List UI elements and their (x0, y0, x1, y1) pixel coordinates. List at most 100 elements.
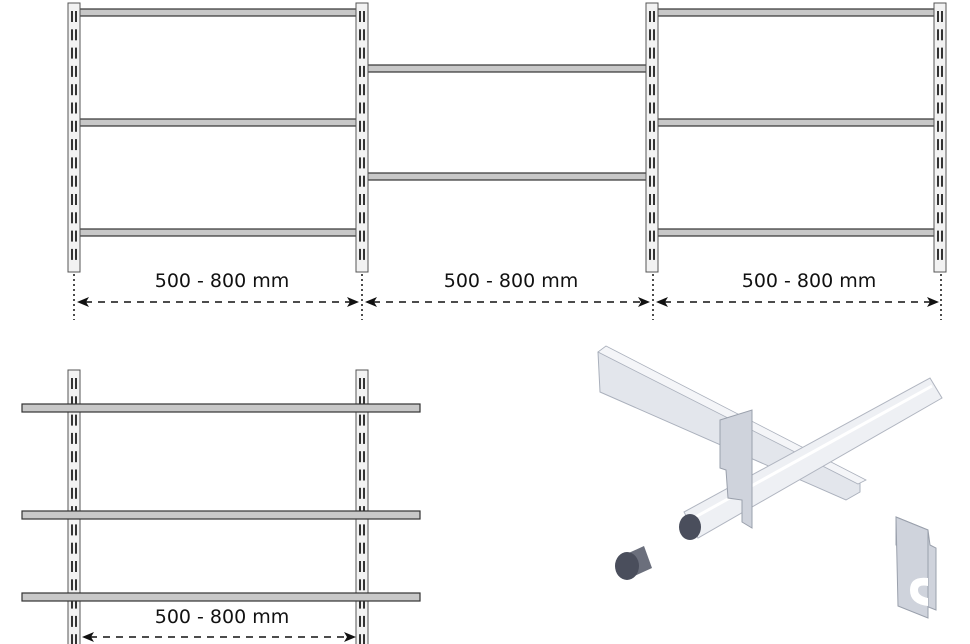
upright-slot (75, 487, 77, 499)
upright-slot (359, 139, 361, 151)
upright-slot (649, 84, 651, 96)
upright-slot (71, 47, 73, 59)
upright-slot (363, 561, 365, 572)
upright-slot (71, 396, 73, 408)
upright-slot (75, 11, 77, 22)
upright-slot (363, 157, 365, 169)
upright-slot (75, 29, 77, 41)
upright-slot (75, 120, 77, 132)
upright-slot (937, 84, 939, 96)
upright-slot (71, 65, 73, 77)
upright-slot (649, 212, 651, 224)
span-label-2: 500 - 800 mm (443, 270, 579, 292)
upright-slot (71, 378, 73, 389)
upright-slot (363, 487, 365, 499)
upright-slot (363, 11, 365, 22)
upright-slot (359, 29, 361, 41)
upright-slot (363, 139, 365, 151)
upright-slot (71, 230, 73, 242)
bottom-span-label: 500 - 800 mm (154, 606, 290, 628)
upright-slot (359, 634, 361, 644)
upright-slot (75, 194, 77, 205)
upright-slot (649, 230, 651, 242)
upright-slot (653, 175, 655, 187)
upright-slot (75, 47, 77, 59)
upright-slot (359, 579, 361, 591)
upright-slot (653, 120, 655, 132)
upright-slot (75, 230, 77, 242)
upright-slot (937, 248, 939, 260)
upright-slot (363, 230, 365, 242)
upright-slot (941, 120, 943, 132)
upright-slot (941, 230, 943, 242)
upright-slot (653, 212, 655, 224)
arrow-left-icon (77, 297, 89, 307)
upright-slot (71, 561, 73, 572)
upright-slot (937, 120, 939, 132)
upright-slot (937, 29, 939, 41)
upright-slot (71, 615, 73, 627)
upright-slot (75, 524, 77, 536)
rail (653, 228, 942, 237)
upright-slot (75, 139, 77, 151)
upright-slot (363, 212, 365, 224)
upright-slot (653, 139, 655, 151)
upright-slot (71, 11, 73, 22)
arrow-left-icon (656, 297, 668, 307)
rail (363, 64, 653, 73)
span-label-3: 500 - 800 mm (741, 270, 877, 292)
upright-slot (71, 139, 73, 151)
upright-slot (359, 47, 361, 59)
upright-slot (359, 84, 361, 96)
upright-slot (71, 84, 73, 96)
arrow-right-icon (927, 297, 939, 307)
upright-slot (71, 579, 73, 591)
rail (73, 228, 363, 237)
upright-slot (71, 157, 73, 169)
end-cap-part (615, 546, 652, 580)
upright-slot (71, 542, 73, 554)
upright-slot (363, 194, 365, 205)
upright-slot (75, 432, 77, 444)
rod-holder (719, 409, 753, 529)
upright-slot (71, 524, 73, 536)
rail (653, 118, 942, 127)
upright-slot (649, 120, 651, 132)
upright-slot (363, 175, 365, 187)
upright-slot (363, 634, 365, 644)
upright-slot (71, 469, 73, 481)
upright-slot (363, 248, 365, 260)
upright-slot (937, 230, 939, 242)
upright-slot (363, 120, 365, 132)
upright-slot (359, 414, 361, 426)
upright-slot (359, 378, 361, 389)
upright-slot (359, 175, 361, 187)
upright-slot (75, 634, 77, 644)
upright-slot (359, 451, 361, 463)
upright-slot (653, 11, 655, 22)
arrow-left-icon (365, 297, 377, 307)
upright-slot (71, 634, 73, 644)
upright-slot (941, 29, 943, 41)
upright-slot (71, 29, 73, 41)
upright-slot (941, 47, 943, 59)
upright-slot (941, 84, 943, 96)
rail (653, 8, 942, 17)
upright-slot (359, 248, 361, 260)
upright-slot (359, 561, 361, 572)
upright-slot (75, 615, 77, 627)
upright-slot (71, 212, 73, 224)
upright-slot (653, 84, 655, 96)
upright-slot (75, 469, 77, 481)
upright-slot (363, 414, 365, 426)
upright-slot (937, 139, 939, 151)
upright-slot (937, 157, 939, 169)
upright-slot (75, 561, 77, 572)
upright-slot (363, 102, 365, 114)
upright (933, 2, 947, 273)
rail (363, 172, 653, 181)
upright-slot (941, 102, 943, 114)
upright-slot (649, 29, 651, 41)
